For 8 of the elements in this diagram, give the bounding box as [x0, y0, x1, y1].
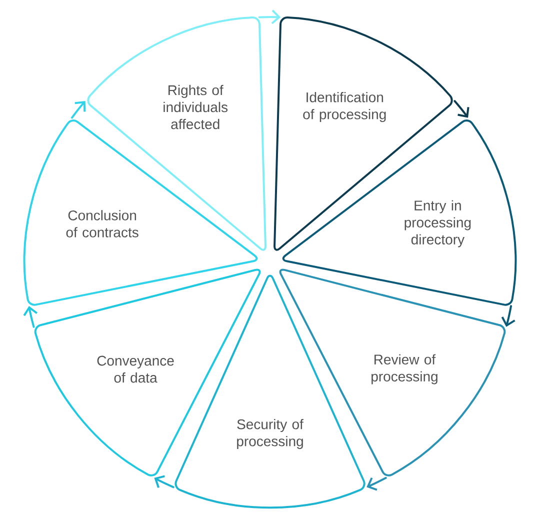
arrow — [366, 476, 387, 491]
segment: Security of processing — [174, 274, 366, 509]
arrow — [23, 306, 38, 328]
arrow — [454, 100, 470, 118]
arrow — [154, 475, 174, 488]
arrow — [70, 101, 86, 119]
arrow — [501, 305, 516, 327]
arrow — [258, 10, 281, 24]
